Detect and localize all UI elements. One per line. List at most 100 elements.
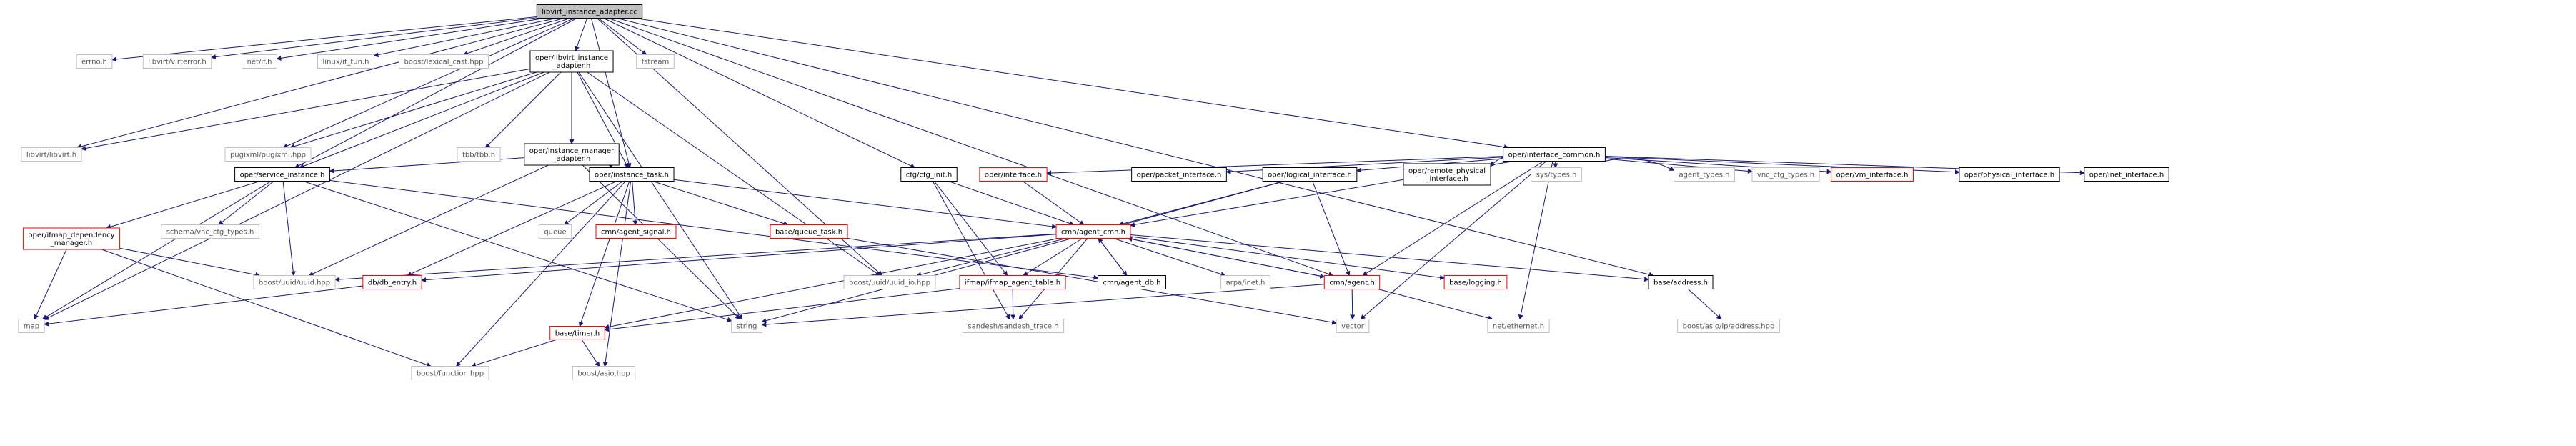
- node-box: [142, 54, 212, 69]
- node-box: [1751, 167, 1820, 182]
- node-box: [234, 167, 330, 182]
- node-boost-uuid: boost/uuid/uuid.hpp: [253, 275, 336, 289]
- edge-oper-lia-h-to-service-instance: [299, 71, 544, 169]
- node-label: cmn/agent.h: [1329, 279, 1374, 287]
- node-phys-iface[interactable]: oper/physical_interface.h: [1959, 167, 2060, 182]
- edge-root-to-iftun: [373, 18, 557, 58]
- edge-root-to-instance-task: [590, 18, 632, 169]
- node-instance-task[interactable]: oper/instance_task.h: [589, 167, 675, 182]
- node-base-queue-task[interactable]: base/queue_task.h: [770, 224, 848, 239]
- node-box: [962, 319, 1065, 333]
- node-label: _interface.h: [1425, 175, 1468, 183]
- node-box: [572, 366, 636, 380]
- edge-service-instance-to-vnc-cfg-schema: [218, 181, 274, 226]
- node-service-instance[interactable]: oper/service_instance.h: [234, 167, 330, 182]
- node-box: [1674, 167, 1735, 182]
- node-uuid-io: boost/uuid/uuid_io.hpp: [843, 275, 936, 289]
- node-base-timer[interactable]: base/timer.h: [549, 326, 605, 340]
- edge-iface-common-to-oper-interface: [1046, 156, 1503, 176]
- node-box: [76, 54, 113, 69]
- node-agent-cmn[interactable]: cmn/agent_cmn.h: [1055, 224, 1131, 239]
- node-box: [1503, 147, 1606, 162]
- node-netif: net/if.h: [242, 54, 277, 69]
- node-label: cmn/agent_signal.h: [601, 229, 671, 237]
- edge-cfg-init-to-ifmap-agent-table: [933, 181, 1008, 277]
- node-oper-interface[interactable]: oper/interface.h: [979, 167, 1048, 182]
- edge-root-to-uuid-io: [597, 18, 883, 277]
- node-box: [1648, 275, 1714, 289]
- node-ifmap-dep[interactable]: oper/ifmap_dependency_manager.h: [22, 227, 121, 250]
- edge-agent-cmn-to-db-entry: [421, 234, 1057, 283]
- node-label: libvirt_instance_adapter.cc: [542, 9, 637, 16]
- node-agent-db[interactable]: cmn/agent_db.h: [1097, 275, 1167, 289]
- node-box: [636, 54, 675, 69]
- node-label: oper/interface_common.h: [1508, 152, 1601, 159]
- node-label: db/db_entry.h: [368, 279, 417, 287]
- edge-root-to-lexcast: [462, 18, 570, 56]
- node-logical-iface[interactable]: oper/logical_interface.h: [1262, 167, 1358, 182]
- edge-service-instance-to-ifmap-dep: [106, 181, 261, 229]
- node-box: [536, 4, 643, 19]
- node-agent-signal[interactable]: cmn/agent_signal.h: [595, 224, 677, 239]
- node-box: [549, 326, 605, 340]
- node-db-entry[interactable]: db/db_entry.h: [362, 275, 422, 289]
- node-label: base/address.h: [1653, 279, 1708, 287]
- node-vnc-cfg-schema: schema/vnc_cfg_types.h: [161, 224, 259, 239]
- node-agent-types: agent_types.h: [1674, 167, 1735, 182]
- node-packet-iface[interactable]: oper/packet_interface.h: [1131, 167, 1227, 182]
- node-box: [1531, 167, 1582, 182]
- edge-agent-cmn-to-base-address: [1130, 234, 1649, 282]
- node-box: [362, 275, 422, 289]
- node-box: [1677, 319, 1780, 333]
- node-lexcast: boost/lexical_cast.hpp: [399, 54, 489, 69]
- node-box: [1336, 319, 1370, 333]
- node-base-logging[interactable]: base/logging.h: [1443, 275, 1508, 289]
- edge-instance-task-to-boost-function: [456, 181, 626, 367]
- node-root[interactable]: libvirt_instance_adapter.cc: [536, 4, 643, 19]
- node-oper-lia-h[interactable]: oper/libvirt_instance_adapter.h: [529, 50, 614, 73]
- node-label: oper/inet_interface.h: [2089, 172, 2164, 179]
- edge-oper-interface-to-agent-cmn: [1023, 181, 1085, 226]
- node-inet-iface[interactable]: oper/inet_interface.h: [2084, 167, 2169, 182]
- node-agent-h[interactable]: cmn/agent.h: [1323, 275, 1381, 289]
- edge-root-to-netif: [276, 18, 545, 61]
- node-label: vnc_cfg_types.h: [1757, 172, 1814, 179]
- node-box: [1959, 167, 2060, 182]
- node-box: [2084, 167, 2169, 182]
- edge-ifmap-dep-to-boost-uuid: [119, 247, 261, 277]
- node-remote-phys[interactable]: oper/remote_physical_interface.h: [1403, 163, 1491, 186]
- edge-root-to-agent-h: [608, 18, 1334, 277]
- node-box: [1220, 275, 1270, 289]
- node-label: boost/function.hpp: [417, 370, 484, 378]
- node-iftun: linux/if_tun.h: [317, 54, 374, 69]
- node-box: [1403, 163, 1491, 186]
- node-map: map: [18, 319, 45, 333]
- node-cfg-init[interactable]: cfg/cfg_init.h: [900, 167, 958, 182]
- node-pugixml: pugixml/pugixml.hpp: [224, 147, 312, 162]
- node-vm-iface[interactable]: oper/vm_interface.h: [1831, 167, 1914, 182]
- node-iface-common[interactable]: oper/interface_common.h: [1503, 147, 1606, 162]
- edge-root-to-fstream: [598, 18, 647, 56]
- node-box: [595, 224, 677, 239]
- node-box: [1055, 224, 1131, 239]
- edge-iface-common-to-net-ethernet: [1518, 161, 1553, 320]
- node-ima-h[interactable]: oper/instance_manager_adapter.h: [524, 143, 620, 166]
- node-label: boost/asio.hpp: [577, 370, 630, 378]
- edge-agent-cmn-to-base-logging: [1130, 236, 1446, 280]
- edge-agent-cmn-to-base-timer: [604, 238, 1059, 329]
- node-virterror: libvirt/virterror.h: [142, 54, 212, 69]
- edge-base-queue-task-to-vector: [847, 237, 1338, 325]
- node-box: [1262, 167, 1358, 182]
- node-label: oper/vm_interface.h: [1836, 172, 1909, 179]
- node-label: base/timer.h: [555, 330, 600, 338]
- edge-root-to-pugixml: [282, 18, 575, 149]
- edge-agent-h-to-net-ethernet: [1378, 289, 1493, 321]
- node-label: cmn/agent_db.h: [1103, 279, 1160, 287]
- node-label: tbb/tbb.h: [462, 152, 495, 159]
- edge-instance-task-to-db-entry: [407, 181, 617, 277]
- edge-agent-cmn-to-arpa-inet: [1113, 238, 1226, 277]
- node-ifmap-agent-table[interactable]: ifmap/ifmap_agent_table.h: [959, 275, 1066, 289]
- node-base-address[interactable]: base/address.h: [1648, 275, 1714, 289]
- node-box: [457, 147, 501, 162]
- node-label: boost/uuid/uuid_io.hpp: [849, 279, 930, 287]
